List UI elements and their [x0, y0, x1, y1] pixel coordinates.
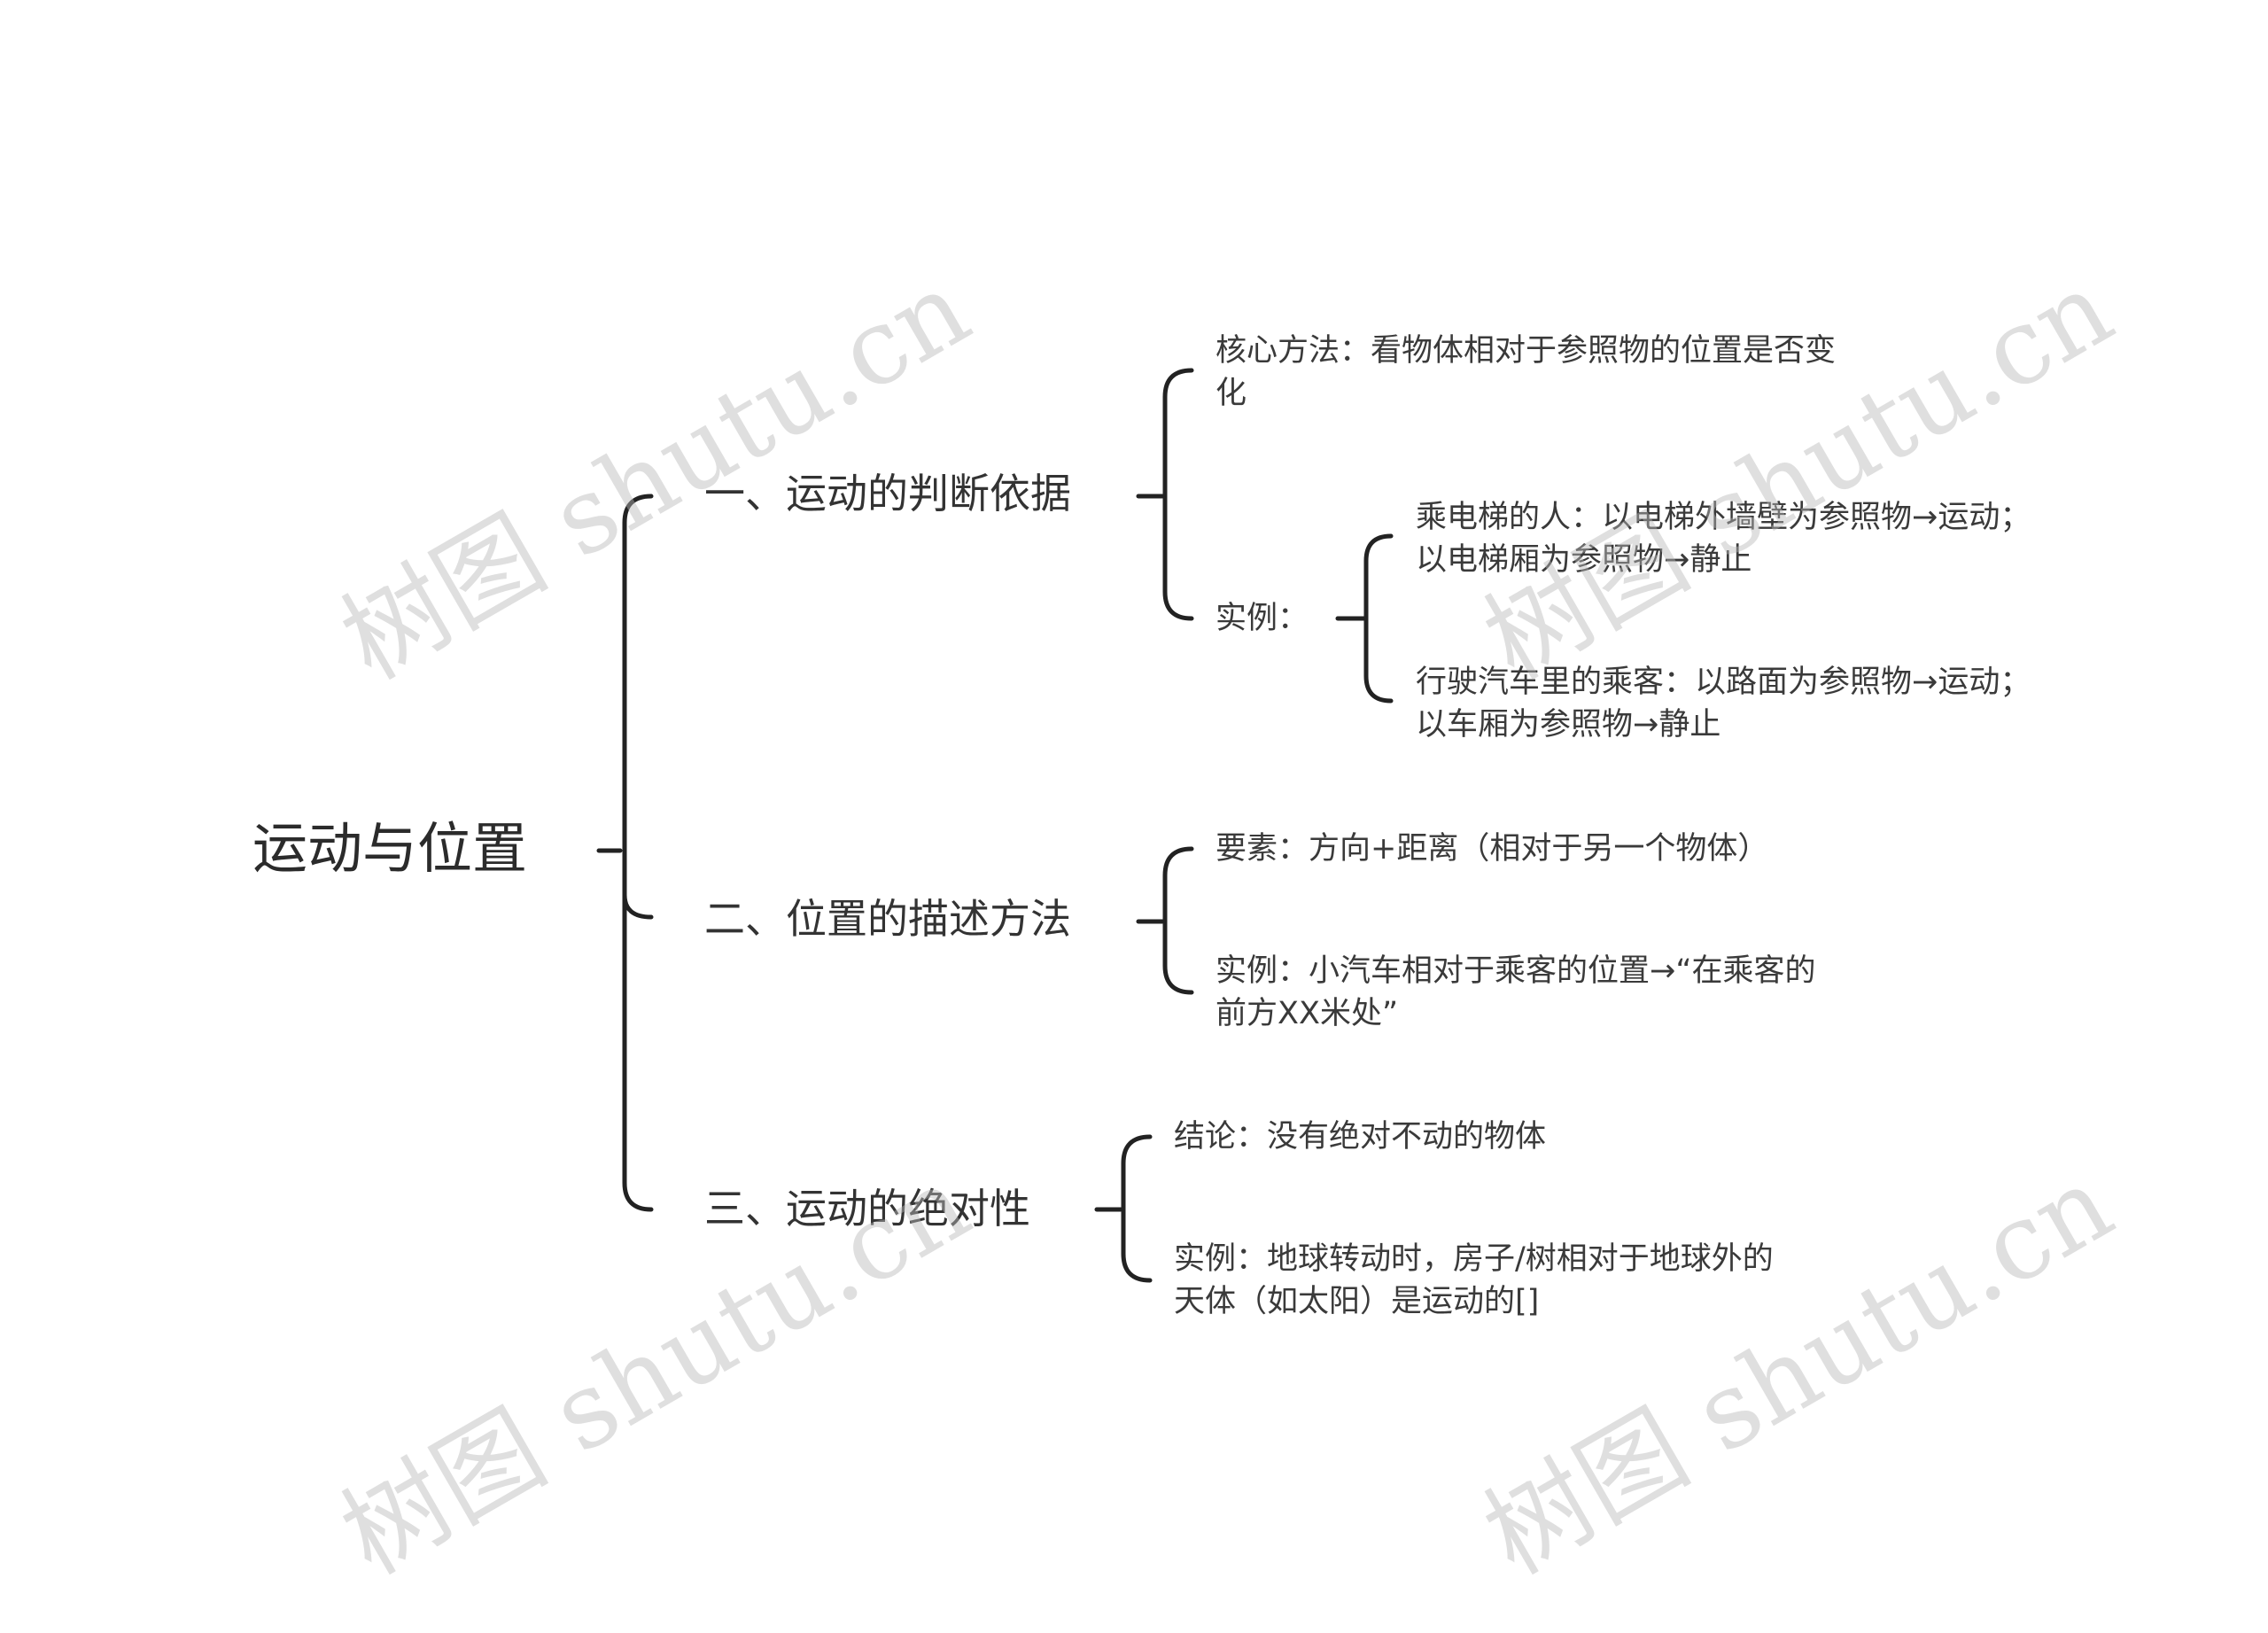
bracket-root: [622, 494, 654, 1212]
topic-earth-line2: 天体（如太阳）是运动的[]: [1174, 1284, 1540, 1319]
topic-car-passenger-line1: 行驶汽车里的乘客：以路面为参照物→运动；: [1416, 665, 2031, 700]
bracket-root-mid: [622, 892, 654, 920]
topic-elevator-line1: 乘电梯的人：以电梯外墙壁为参照物→运动；: [1416, 500, 2031, 535]
topic-conclusion-line1: 结论：没有绝对不动的物体: [1174, 1119, 1547, 1155]
topic-car-position-line2: 前方XX米处”: [1216, 996, 1399, 1031]
bracket-branch3: [1121, 1134, 1153, 1283]
root-topic[interactable]: 运动与位置: [252, 816, 528, 881]
topic-car-position-line1: 实例：小汽车相对于乘客的位置→“在乘客的: [1216, 953, 1816, 989]
topic-elements-line1: 要素：方向+距离（相对于另一个物体）: [1216, 831, 1769, 867]
topic-elements[interactable]: 要素：方向+距离（相对于另一个物体）: [1216, 828, 1768, 870]
topic-car-passenger-example[interactable]: 行驶汽车里的乘客：以路面为参照物→运动； 以车厢为参照物→静止: [1416, 661, 2031, 746]
topic-car-position-example[interactable]: 实例：小汽车相对于乘客的位置→“在乘客的 前方XX米处”: [1216, 950, 1815, 1035]
topic-core-method[interactable]: 核心方法：看物体相对于参照物的位置是否变 化: [1216, 330, 1836, 415]
topic-elevator-example[interactable]: 乘电梯的人：以电梯外墙壁为参照物→运动； 以电梯厢为参照物→静止: [1416, 496, 2031, 581]
bracket-branch2: [1162, 846, 1194, 995]
topic-examples[interactable]: 实例：: [1216, 601, 1309, 636]
topic-core-method-line2: 化: [1216, 376, 1247, 411]
topic-car-passenger-line2: 以车厢为参照物→静止: [1416, 707, 1721, 743]
branch-position-description[interactable]: 二、位置的描述方法: [704, 895, 1071, 943]
bracket-branch1: [1162, 368, 1194, 621]
topic-earth-line1: 实例：地球转动时，房子/树相对于地球外的: [1174, 1241, 1774, 1277]
branch-motion-criteria[interactable]: 一、运动的判断依据: [704, 470, 1071, 517]
topic-conclusion[interactable]: 结论：没有绝对不动的物体: [1174, 1116, 1546, 1158]
topic-core-method-line1: 核心方法：看物体相对于参照物的位置是否变: [1216, 333, 1837, 369]
bracket-examples: [1363, 533, 1394, 704]
topic-elevator-line2: 以电梯厢为参照物→静止: [1416, 542, 1752, 578]
topic-earth-example[interactable]: 实例：地球转动时，房子/树相对于地球外的 天体（如太阳）是运动的[]: [1174, 1238, 1774, 1323]
branch-absolute-motion[interactable]: 三、运动的绝对性: [704, 1185, 1030, 1233]
